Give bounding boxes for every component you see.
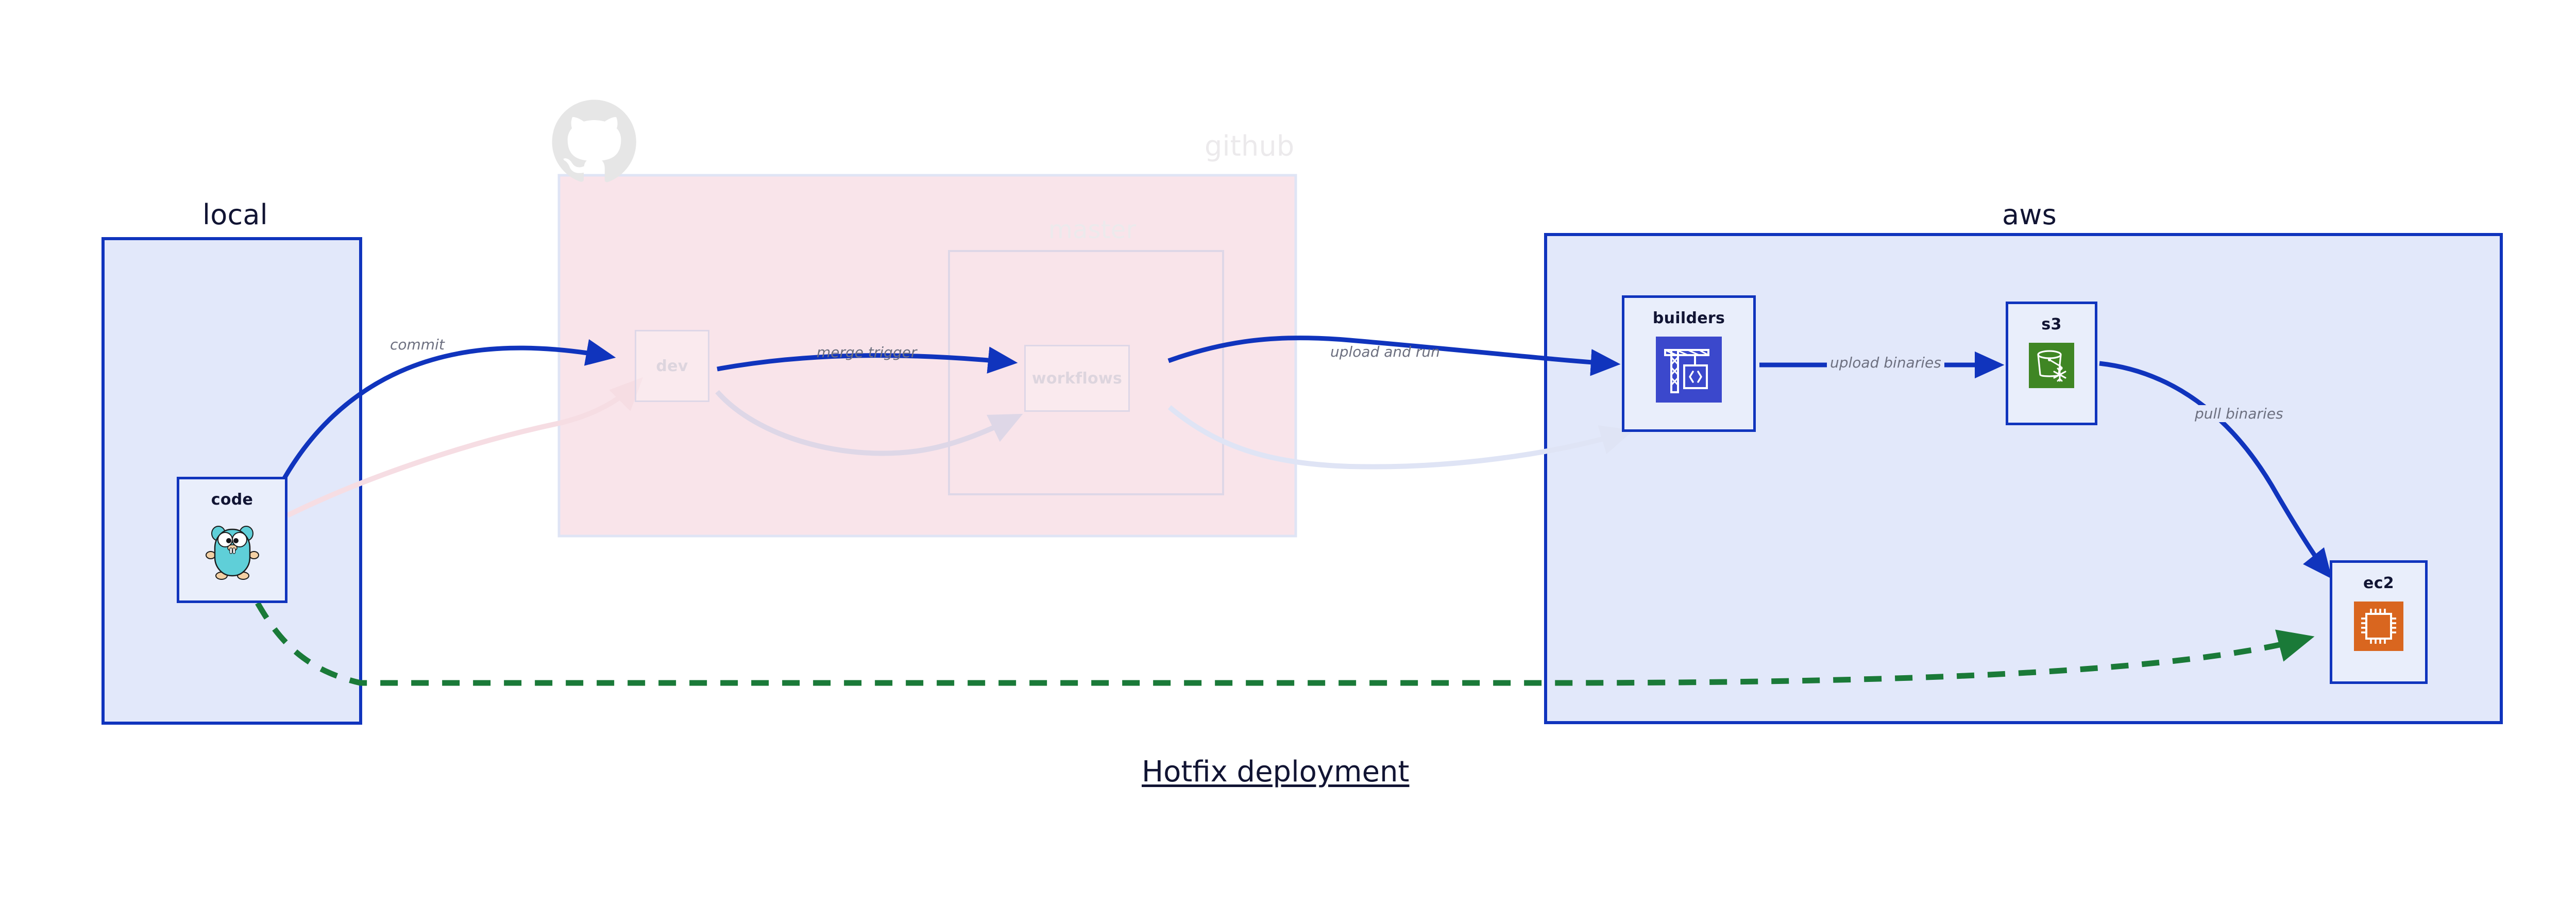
edge-label-upload-binaries: upload binaries [1827,354,1944,371]
edge-label-merge-trigger: merge trigger [817,344,917,361]
go-gopher-icon [205,518,260,582]
aws-s3-glacier-icon [2029,343,2074,390]
cluster-label-master: master [1048,215,1137,244]
diagram-title: Hotfix deployment [1142,755,1410,789]
edge-upload-and-run [1167,336,1621,376]
node-workflows-label: workflows [1031,369,1123,388]
cluster-label-aws: aws [2002,198,2057,231]
edge-label-commit: commit [390,336,445,353]
node-code[interactable]: code [177,477,287,603]
github-octocat-icon [552,99,636,182]
node-s3[interactable]: s3 [2006,302,2097,425]
node-builders-label: builders [1652,309,1725,327]
edge-ghost-merge [715,390,1023,456]
node-code-label: code [211,491,253,509]
node-builders[interactable]: builders [1622,295,1756,432]
aws-codebuild-icon [1656,337,1722,405]
edge-ghost-upload [1167,405,1634,470]
edge-hotfix-dashed [255,602,2315,686]
aws-ec2-icon [2354,602,2403,653]
cluster-label-github: github [1205,130,1295,162]
node-workflows[interactable]: workflows [1024,345,1130,412]
cluster-label-local: local [202,198,268,231]
edge-pull-binaries [2099,361,2332,579]
edge-label-pull-binaries: pull binaries [2192,405,2286,422]
edge-commit [279,339,616,486]
node-dev[interactable]: dev [635,330,709,402]
node-s3-label: s3 [2041,315,2062,333]
node-dev-label: dev [656,357,688,375]
edge-label-upload-and-run: upload and run [1330,343,1440,360]
edge-ghost-commit [286,377,643,518]
node-ec2-label: ec2 [2363,574,2394,592]
edge-merge-trigger [717,346,1018,374]
cluster-master [948,250,1224,495]
node-ec2[interactable]: ec2 [2330,560,2428,684]
